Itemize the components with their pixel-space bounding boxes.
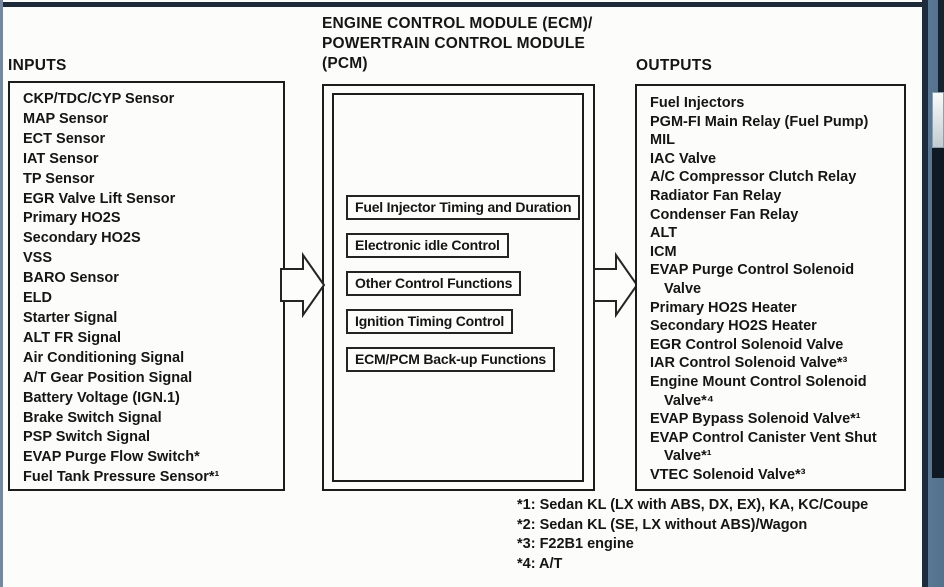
input-item: Brake Switch Signal xyxy=(23,409,162,426)
output-item: EGR Control Solenoid Valve xyxy=(650,336,844,353)
input-item: IAT Sensor xyxy=(23,150,99,167)
output-item: IAC Valve xyxy=(650,150,717,167)
ecm-title-line: ENGINE CONTROL MODULE (ECM)/ xyxy=(322,15,593,32)
input-item: TP Sensor xyxy=(23,170,95,187)
output-item: PGM-FI Main Relay (Fuel Pump) xyxy=(650,113,869,130)
input-item: VSS xyxy=(23,250,53,267)
output-item: Radiator Fan Relay xyxy=(650,187,782,204)
input-item: EVAP Purge Flow Switch* xyxy=(23,449,200,466)
ecm-function-box: ECM/PCM Back-up Functions xyxy=(346,347,556,372)
input-item: BARO Sensor xyxy=(23,270,119,287)
input-item: Battery Voltage (IGN.1) xyxy=(23,389,180,406)
ecm-function-box: Ignition Timing Control xyxy=(346,309,514,334)
output-item: Valve xyxy=(664,280,702,297)
input-item: PSP Switch Signal xyxy=(23,429,151,446)
input-item: MAP Sensor xyxy=(23,110,109,127)
inputs-title: INPUTS xyxy=(8,57,67,74)
output-item: Valve*¹ xyxy=(664,448,712,465)
window-top-border xyxy=(0,2,934,7)
output-item: A/C Compressor Clutch Relay xyxy=(650,169,857,186)
output-item: IAR Control Solenoid Valve*³ xyxy=(650,355,848,372)
footnote-line: *1: Sedan KL (LX with ABS, DX, EX), KA, … xyxy=(517,497,869,513)
output-item: VTEC Solenoid Valve*³ xyxy=(650,466,806,483)
outputs-title: OUTPUTS xyxy=(636,57,713,74)
output-item: ALT xyxy=(650,225,678,242)
input-item: Primary HO2S xyxy=(23,210,121,227)
window-left-border xyxy=(0,0,3,587)
ecm-function-box: Electronic idle Control xyxy=(346,233,509,258)
ecm-title-line: POWERTRAIN CONTROL MODULE xyxy=(322,35,586,52)
output-item: MIL xyxy=(650,132,675,149)
input-item: ECT Sensor xyxy=(23,130,106,147)
scrollbar-shaded-region xyxy=(932,148,944,478)
ecm-function-box: Other Control Functions xyxy=(346,271,522,296)
scrollbar-top-notch xyxy=(938,0,944,92)
output-item: ICM xyxy=(650,243,677,260)
input-item: Starter Signal xyxy=(23,309,118,326)
output-item: EVAP Control Canister Vent Shut xyxy=(650,429,877,446)
input-item: Secondary HO2S xyxy=(23,230,141,247)
output-item: EVAP Bypass Solenoid Valve*¹ xyxy=(650,411,861,428)
ecm-to-outputs-arrow-icon xyxy=(593,252,639,318)
output-item: Secondary HO2S Heater xyxy=(650,318,817,335)
ecm-title: ENGINE CONTROL MODULE (ECM)/ POWERTRAIN C… xyxy=(322,14,593,74)
footnote-line: *2: Sedan KL (SE, LX without ABS)/Wagon xyxy=(517,516,808,533)
footnotes: *1: Sedan KL (LX with ABS, DX, EX), KA, … xyxy=(517,496,868,574)
footnote-line: *3: F22B1 engine xyxy=(517,536,634,552)
input-item: EGR Valve Lift Sensor xyxy=(23,190,176,207)
input-item: Air Conditioning Signal xyxy=(23,349,185,366)
output-item: EVAP Purge Control Solenoid xyxy=(650,262,855,279)
inputs-to-ecm-arrow-icon xyxy=(280,252,326,318)
footnote-line: *4: A/T xyxy=(517,555,563,572)
output-item: Engine Mount Control Solenoid xyxy=(650,373,867,390)
input-item: Fuel Tank Pressure Sensor*¹ xyxy=(23,469,220,486)
input-item: A/T Gear Position Signal xyxy=(23,369,193,386)
output-item: Primary HO2S Heater xyxy=(650,299,797,316)
ecm-title-line: (PCM) xyxy=(322,55,368,72)
ecm-function-box: Fuel Injector Timing and Duration xyxy=(346,195,581,220)
input-item: ALT FR Signal xyxy=(23,329,122,346)
scrollbar-thumb[interactable] xyxy=(932,92,944,148)
output-item: Fuel Injectors xyxy=(650,95,745,111)
input-item: ELD xyxy=(23,290,52,307)
input-item: CKP/TDC/CYP Sensor xyxy=(23,91,175,107)
output-item: Condenser Fan Relay xyxy=(650,206,799,223)
output-item: Valve*⁴ xyxy=(664,392,714,409)
